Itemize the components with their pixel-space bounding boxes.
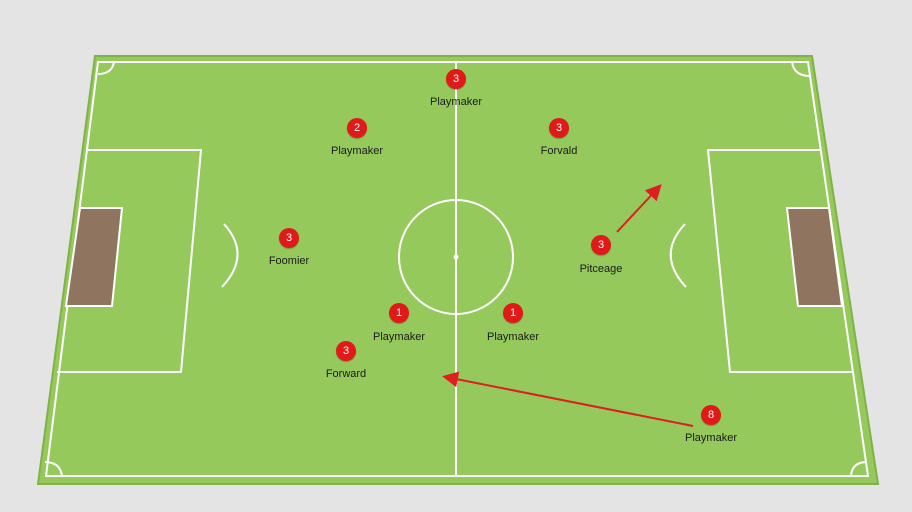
arrow-pitceage-run — [616, 184, 662, 233]
corner-arc-bottom-right — [850, 461, 868, 477]
player-label: Playmaker — [685, 432, 737, 444]
player-label: Foomier — [268, 255, 310, 267]
right-goal — [785, 207, 844, 307]
player-marker[interactable]: 3 — [591, 235, 611, 255]
corner-arc-bottom-left — [44, 461, 63, 477]
left-penalty-arc — [221, 223, 239, 288]
player-marker[interactable]: 3 — [549, 118, 569, 138]
centre-spot — [453, 254, 459, 260]
player-label: Forvald — [540, 145, 578, 157]
right-penalty-arc — [669, 223, 687, 288]
pitch-boundary-line — [44, 61, 870, 477]
player-marker[interactable]: 3 — [446, 69, 466, 89]
corner-arc-top-right — [791, 61, 811, 77]
player-marker[interactable]: 8 — [701, 405, 721, 425]
right-penalty-area — [706, 149, 852, 373]
left-penalty-area — [57, 149, 203, 373]
arrow-playmaker-8-pass — [442, 371, 694, 427]
centre-circle — [398, 199, 514, 315]
player-label: Forward — [325, 368, 367, 380]
left-goal — [64, 207, 124, 307]
player-label: Playmaker — [373, 331, 425, 343]
pitch-surface — [36, 55, 880, 485]
player-marker[interactable]: 1 — [389, 303, 409, 323]
corner-arc-top-left — [97, 61, 115, 75]
player-marker[interactable]: 3 — [279, 228, 299, 248]
player-label: Playmaker — [331, 145, 383, 157]
player-label: Playmaker — [430, 96, 482, 108]
player-label: Pitceage — [579, 263, 623, 275]
player-label: Playmaker — [487, 331, 539, 343]
player-marker[interactable]: 2 — [347, 118, 367, 138]
player-marker[interactable]: 1 — [503, 303, 523, 323]
player-marker[interactable]: 3 — [336, 341, 356, 361]
